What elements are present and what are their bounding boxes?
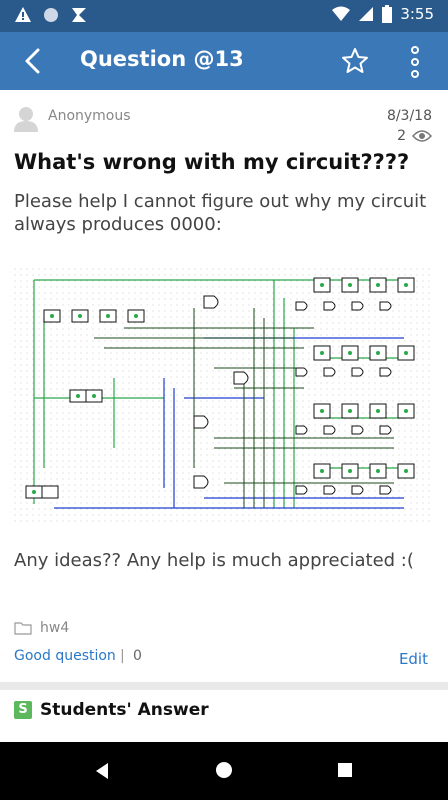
status-bar: 3:55 <box>0 0 448 32</box>
more-options-icon[interactable] <box>404 44 426 80</box>
system-nav-bar <box>0 742 448 800</box>
section-divider <box>0 682 448 690</box>
status-time: 3:55 <box>400 5 434 23</box>
folder-icon <box>14 622 32 635</box>
app-notification-icon <box>72 8 86 22</box>
question-body: Please help I cannot figure out why my c… <box>14 191 427 235</box>
separator: | <box>120 648 125 664</box>
circle-notification-icon <box>44 8 58 22</box>
tag-folder[interactable]: hw4 <box>14 620 69 636</box>
good-question-count: 0 <box>133 648 142 664</box>
nav-home-icon[interactable] <box>213 759 235 781</box>
wifi-icon <box>332 6 351 21</box>
question-content: Anonymous 8/3/18 2 What's wrong with my … <box>0 90 448 742</box>
students-answer-header: S Students' Answer <box>14 700 209 720</box>
app-bar: Question @13 <box>0 32 448 90</box>
star-icon[interactable] <box>340 46 370 76</box>
question-footer-text: Any ideas?? Any help is much appreciated… <box>14 550 414 571</box>
edit-button[interactable]: Edit <box>398 650 428 668</box>
view-count-value: 2 <box>397 128 406 144</box>
avatar-icon <box>14 107 38 132</box>
view-count: 2 <box>397 128 432 144</box>
nav-back-icon[interactable] <box>92 761 112 781</box>
post-date: 8/3/18 <box>386 108 432 124</box>
battery-icon <box>382 5 393 23</box>
good-question-button[interactable]: Good question <box>14 648 116 664</box>
tag-label: hw4 <box>40 620 70 636</box>
nav-recent-apps-icon[interactable] <box>336 761 354 779</box>
circuit-diagram-image <box>14 268 434 522</box>
question-title: What's wrong with my circuit???? <box>14 150 410 174</box>
warning-icon <box>15 7 31 22</box>
eye-icon <box>412 130 432 142</box>
students-answer-title: Students' Answer <box>40 700 209 720</box>
page-title: Question @13 <box>80 47 244 71</box>
students-badge: S <box>14 701 32 719</box>
author-name: Anonymous <box>48 108 131 124</box>
signal-icon <box>359 7 374 21</box>
back-arrow-icon[interactable] <box>18 46 48 76</box>
